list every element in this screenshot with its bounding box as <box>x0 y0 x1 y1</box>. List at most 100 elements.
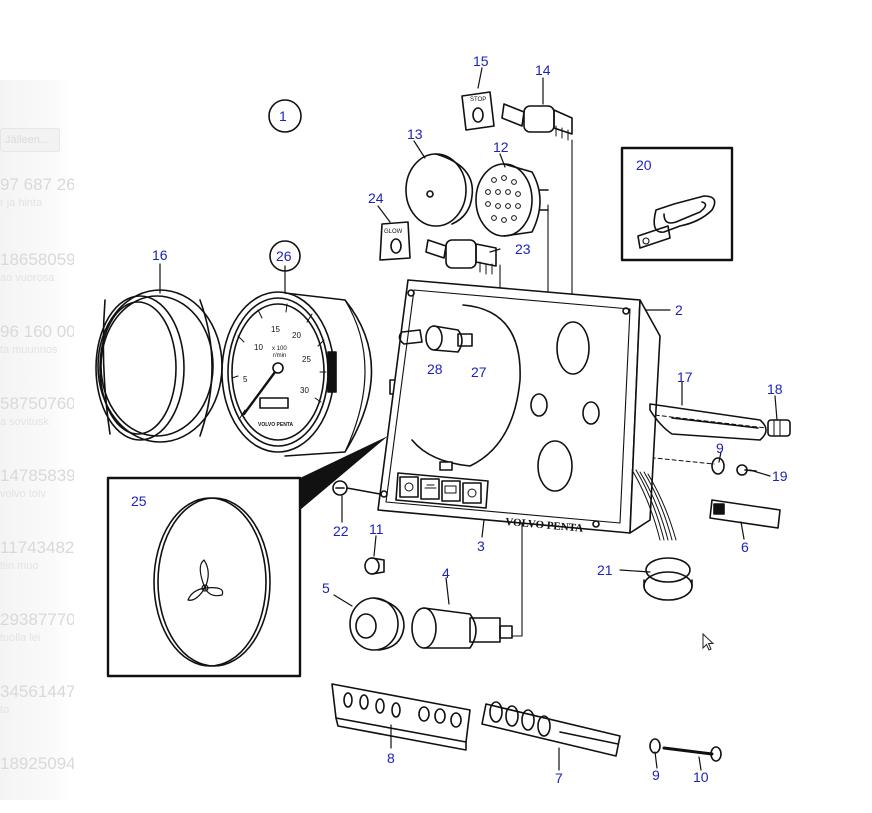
callout-25: 25 <box>131 493 147 509</box>
background-list-item: 18925094 <box>0 754 74 776</box>
glow-switch-part <box>425 239 497 275</box>
buzzer-part <box>475 163 549 237</box>
screw-19-part <box>736 464 757 476</box>
background-part-code: 18925094 <box>0 754 74 773</box>
callout-13: 13 <box>407 126 423 142</box>
dial-number: 20 <box>292 331 301 340</box>
background-part-desc: tiin muo <box>0 560 39 572</box>
dial-multiplier: x 100 <box>272 346 287 352</box>
cap-part <box>405 153 474 227</box>
callout-2: 2 <box>675 302 683 318</box>
item-20-inset <box>620 146 734 262</box>
background-part-code: 18658059 <box>0 250 74 269</box>
background-list-item: 58750760 a sovitusk <box>0 394 74 428</box>
callout-9-upper: 9 <box>716 440 724 456</box>
callout-6: 6 <box>741 539 749 555</box>
callout-15: 15 <box>473 53 489 69</box>
background-list-item: 11743482 tiin muo <box>0 538 74 572</box>
callout-20: 20 <box>636 157 652 173</box>
glow-key-part <box>379 221 411 261</box>
background-list-item: 29387770 tuolla lei <box>0 610 74 644</box>
callout-22: 22 <box>333 523 349 539</box>
instrument-panel-part <box>377 279 661 534</box>
ring-5-part <box>349 597 405 651</box>
background-part-desc: to <box>0 704 10 716</box>
tachometer-gauge-part <box>221 291 403 457</box>
background-part-code: 29387770 <box>0 610 74 629</box>
callout-11: 11 <box>369 521 384 537</box>
callout-28: 28 <box>427 361 443 377</box>
callout-1: 1 <box>279 108 287 124</box>
callout-27: 27 <box>471 364 487 380</box>
callout-19: 19 <box>772 468 788 484</box>
background-part-code: 14785839 <box>0 466 74 485</box>
background-part-code: 34561447 <box>0 682 74 701</box>
dial-number: 15 <box>271 325 280 334</box>
background-part-desc: r ja hinta <box>0 197 43 209</box>
connector-6-part <box>709 499 781 529</box>
callout-7: 7 <box>555 770 563 786</box>
callout-9-lower: 9 <box>652 767 660 783</box>
callout-21: 21 <box>597 562 613 578</box>
stop-key-part <box>461 91 495 131</box>
background-part-desc: tuolla lei <box>0 632 41 644</box>
dial-number: 25 <box>302 355 311 364</box>
bulb-part <box>398 329 423 345</box>
callout-26-circle <box>269 240 301 272</box>
background-part-desc: ao vuorosa <box>0 272 55 284</box>
background-part-code: 58750760 <box>0 394 74 413</box>
item-1-marker <box>268 99 302 133</box>
callout-10: 10 <box>693 769 709 785</box>
dial-unit: r/min <box>273 353 286 359</box>
callout-3: 3 <box>477 538 485 554</box>
stop-key-label: STOP <box>470 97 486 103</box>
screw-22-part <box>332 480 381 496</box>
callout-23: 23 <box>515 241 531 257</box>
background-part-code: 97 687 26 <box>0 175 74 194</box>
background-button: Jälleen... <box>0 128 60 152</box>
bolt-10-part <box>662 746 722 762</box>
background-list-item: 18658059 ao vuorosa <box>0 250 74 284</box>
background-part-desc: a sovitusk <box>0 416 49 428</box>
callout-12: 12 <box>493 139 509 155</box>
dial-number: 10 <box>254 343 263 352</box>
callout-17: 17 <box>677 369 693 385</box>
item-25-inset <box>106 436 388 678</box>
mouse-pointer-icon <box>702 633 715 651</box>
background-part-code: 96 160 00 <box>0 322 74 341</box>
callout-18: 18 <box>767 381 783 397</box>
bracket-7-part <box>481 701 621 757</box>
background-list-item: 34561447 to <box>0 682 74 716</box>
background-list-item: 96 160 00 ta muunnos <box>0 322 74 356</box>
dial-number: 30 <box>300 386 309 395</box>
callout-16: 16 <box>152 247 168 263</box>
gauge-brand: VOLVO PENTA <box>258 422 293 428</box>
callout-labels: 1 2 3 4 5 6 7 8 9 9 10 11 12 13 14 15 16… <box>131 53 788 786</box>
background-list-item: 97 687 26 r ja hinta <box>0 175 74 209</box>
callout-24: 24 <box>368 190 384 206</box>
background-list-item: 14785839 volvo toiv <box>0 466 74 500</box>
stop-switch-part <box>501 103 573 141</box>
background-part-desc: volvo toiv <box>0 488 46 500</box>
callout-8: 8 <box>387 750 395 766</box>
background-part-desc: ta muunnos <box>0 344 58 356</box>
background-parts-list: Jälleen... 97 687 26 r ja hinta 18658059… <box>0 80 74 800</box>
item-18-part <box>767 419 791 437</box>
dial-number: 5 <box>243 375 248 384</box>
callout-26: 26 <box>276 248 292 264</box>
plug-11-part <box>364 557 385 575</box>
bracket-8-part <box>331 683 471 751</box>
glow-key-label: GLOW <box>384 229 403 235</box>
item-17-part <box>649 403 767 441</box>
washer-9b-part <box>649 738 661 754</box>
washer-part <box>711 457 725 475</box>
callout-5: 5 <box>322 580 330 596</box>
bezel-ring-part <box>95 289 223 443</box>
background-part-code: 11743482 <box>0 538 74 557</box>
tachometer-dial-labels: 5 10 15 20 25 30 x 100 r/min VOLVO PENTA <box>243 325 311 428</box>
callout-4: 4 <box>442 565 450 581</box>
callout-14: 14 <box>535 62 551 78</box>
harness-plug-part <box>631 469 693 601</box>
lamp-holder-part <box>425 325 473 353</box>
